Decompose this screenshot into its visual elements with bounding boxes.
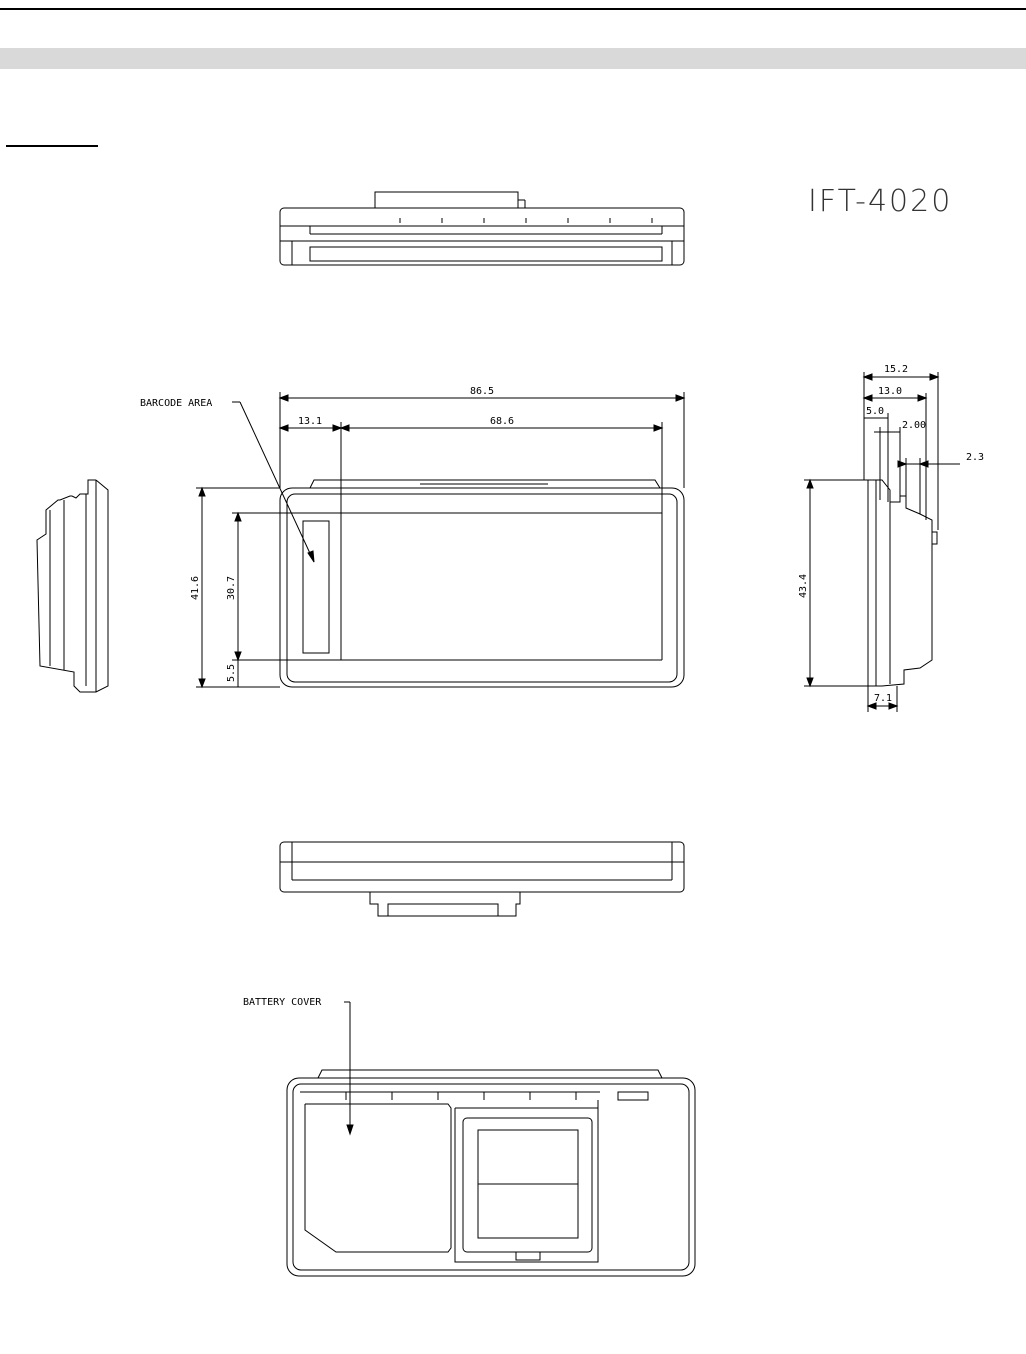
barcode-area-rect [303, 521, 329, 653]
top-view [280, 192, 684, 265]
dim-side-step: 2.3 [966, 452, 984, 463]
dim-bottom-margin: 5.5 [226, 664, 237, 682]
right-side-view [868, 480, 937, 686]
dim-side-depth-total: 15.2 [884, 364, 908, 375]
dim-barcode-offset: 13.1 [298, 416, 322, 427]
dim-side-height: 43.4 [798, 574, 809, 598]
bottom-view [280, 842, 684, 916]
battery-cover-leader [344, 1002, 353, 1134]
battery-cover-label: BATTERY COVER [243, 997, 322, 1008]
left-side-view [37, 480, 108, 692]
dim-overall-height: 41.6 [190, 576, 201, 600]
back-view [287, 1070, 695, 1276]
barcode-area-label: BARCODE AREA [140, 398, 212, 409]
dim-side-depth-13: 13.0 [878, 386, 902, 397]
dim-overall-width: 86.5 [470, 386, 494, 397]
dim-inner-height: 30.7 [226, 576, 237, 600]
dim-side-bottom: 7.1 [874, 693, 892, 704]
dim-inner-width: 68.6 [490, 416, 514, 427]
back-view-ribs [300, 1092, 600, 1100]
front-view-dimensions [196, 392, 684, 687]
dim-side-depth-5: 5.0 [866, 406, 884, 417]
top-view-ribs [400, 218, 652, 223]
dim-side-depth-2: 2.00 [902, 420, 926, 431]
battery-cover-outline [305, 1104, 451, 1252]
